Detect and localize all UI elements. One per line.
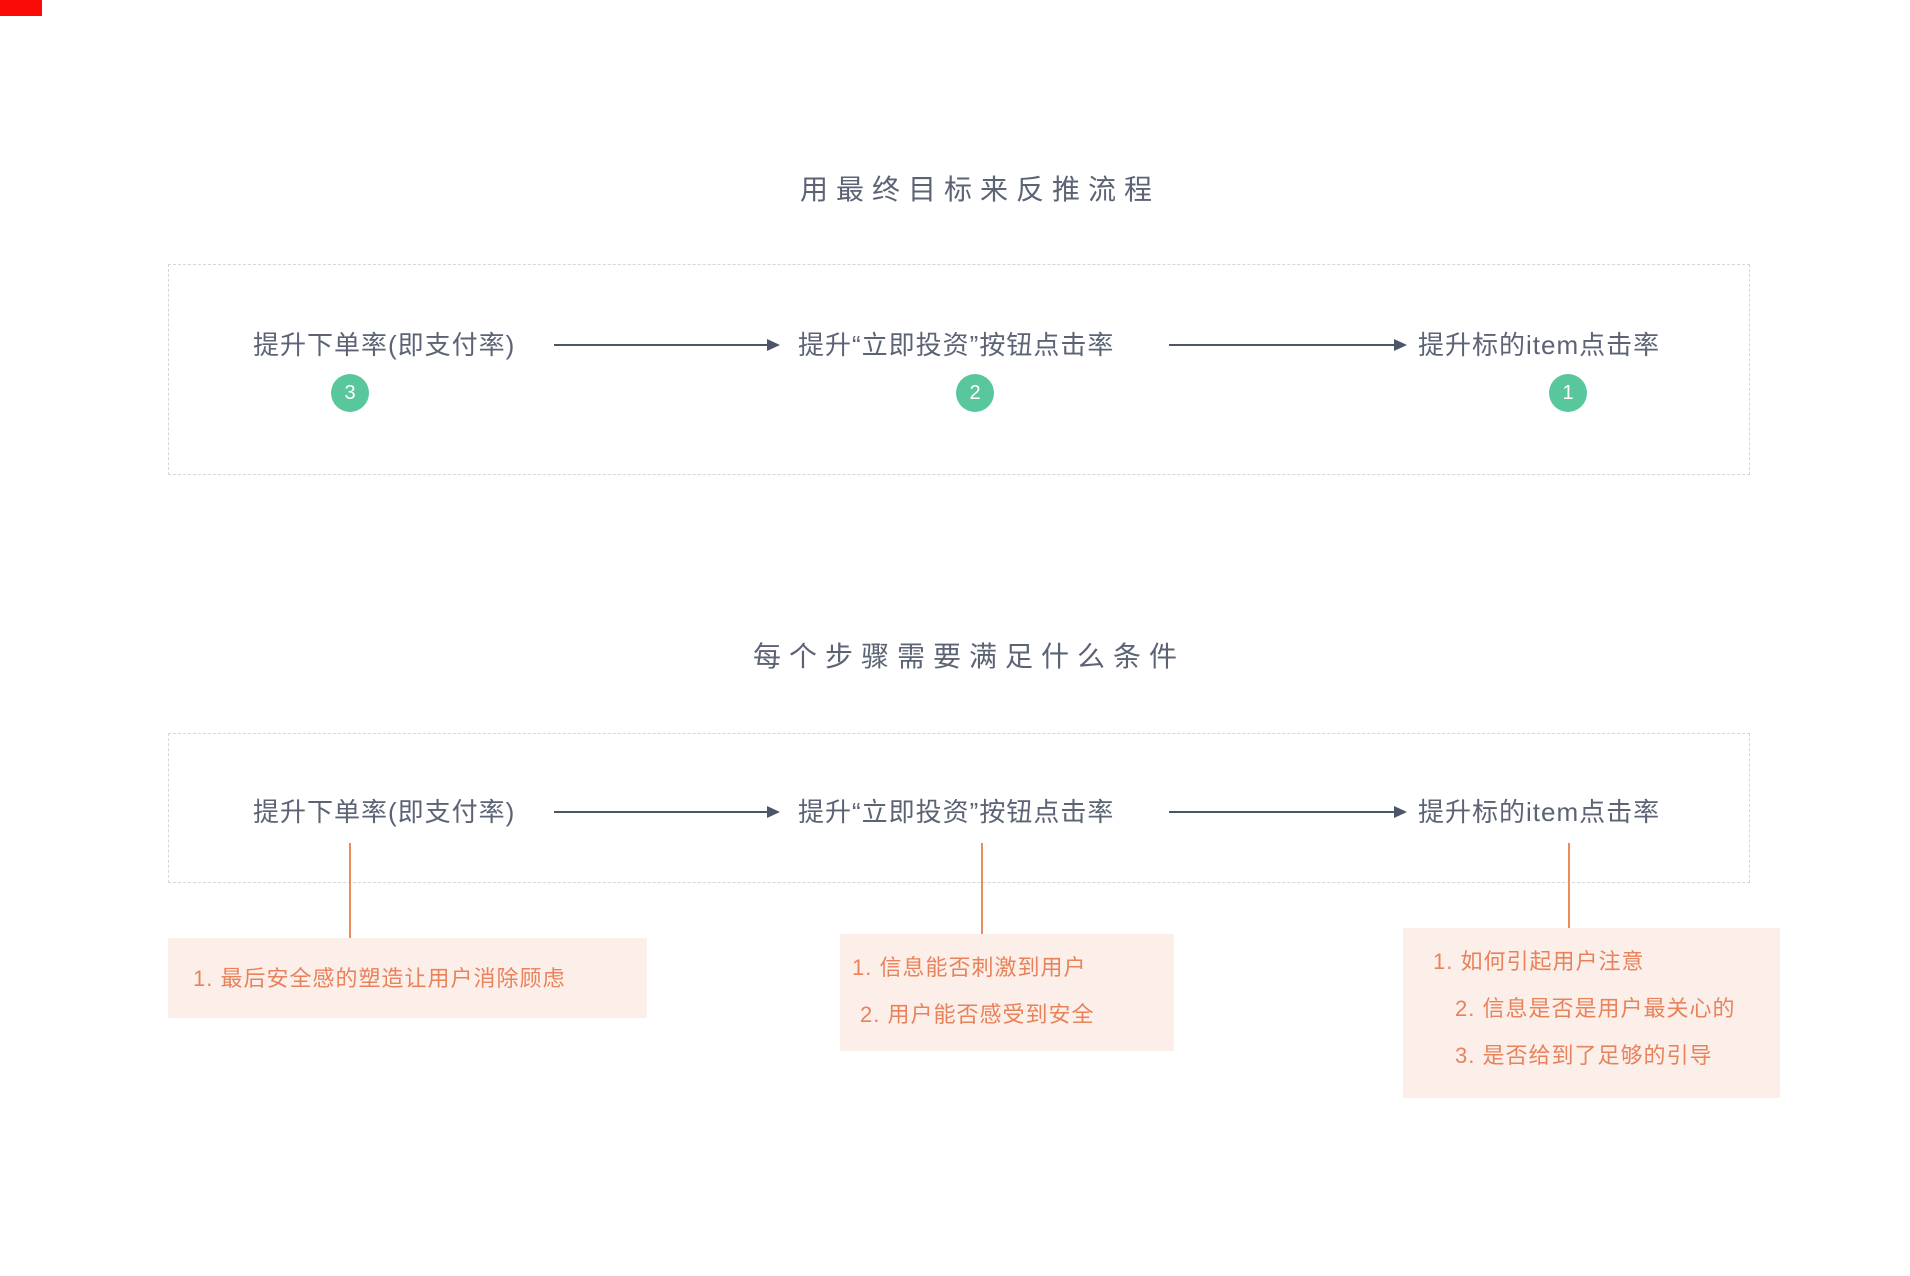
connector-line (981, 843, 983, 934)
step-order-badge: 2 (956, 374, 994, 412)
connector-line (1568, 843, 1570, 928)
arrow-right-icon (1169, 344, 1405, 346)
note-item: 2. 信息是否是用户最关心的 (1455, 996, 1736, 1021)
connector-line (349, 843, 351, 938)
note-item: 1. 信息能否刺激到用户 (852, 955, 1087, 980)
step-order-badge: 1 (1549, 374, 1587, 412)
flow-container-top (168, 264, 1750, 475)
red-corner-mark (0, 0, 42, 16)
step-order-badge: 3 (331, 374, 369, 412)
arrow-right-icon (1169, 811, 1405, 813)
condition-note-order-rate: 1. 最后安全感的塑造让用户消除顾虑 (168, 938, 647, 1018)
flow-node-order-rate: 提升下单率(即支付率) (253, 330, 516, 360)
note-item: 3. 是否给到了足够的引导 (1455, 1043, 1713, 1068)
flow-container-bottom (168, 733, 1750, 883)
section-title-reverse-flow: 用最终目标来反推流程 (799, 174, 1161, 205)
note-item: 1. 如何引起用户注意 (1433, 949, 1645, 974)
flow-node-order-rate: 提升下单率(即支付率) (253, 797, 516, 827)
section-title-step-conditions: 每个步骤需要满足什么条件 (752, 641, 1186, 672)
condition-note-item-click: 1. 如何引起用户注意 2. 信息是否是用户最关心的 3. 是否给到了足够的引导 (1403, 928, 1780, 1098)
flow-node-item-click: 提升标的item点击率 (1418, 330, 1661, 360)
arrow-right-icon (554, 811, 778, 813)
flow-node-item-click: 提升标的item点击率 (1418, 797, 1661, 827)
flow-node-invest-button: 提升“立即投资”按钮点击率 (798, 330, 1115, 360)
condition-note-invest-button: 1. 信息能否刺激到用户 2. 用户能否感受到安全 (840, 934, 1174, 1051)
arrow-right-icon (554, 344, 778, 346)
note-item: 1. 最后安全感的塑造让用户消除顾虑 (193, 965, 566, 991)
flow-node-invest-button: 提升“立即投资”按钮点击率 (798, 797, 1115, 827)
note-item: 2. 用户能否感受到安全 (860, 1002, 1095, 1027)
